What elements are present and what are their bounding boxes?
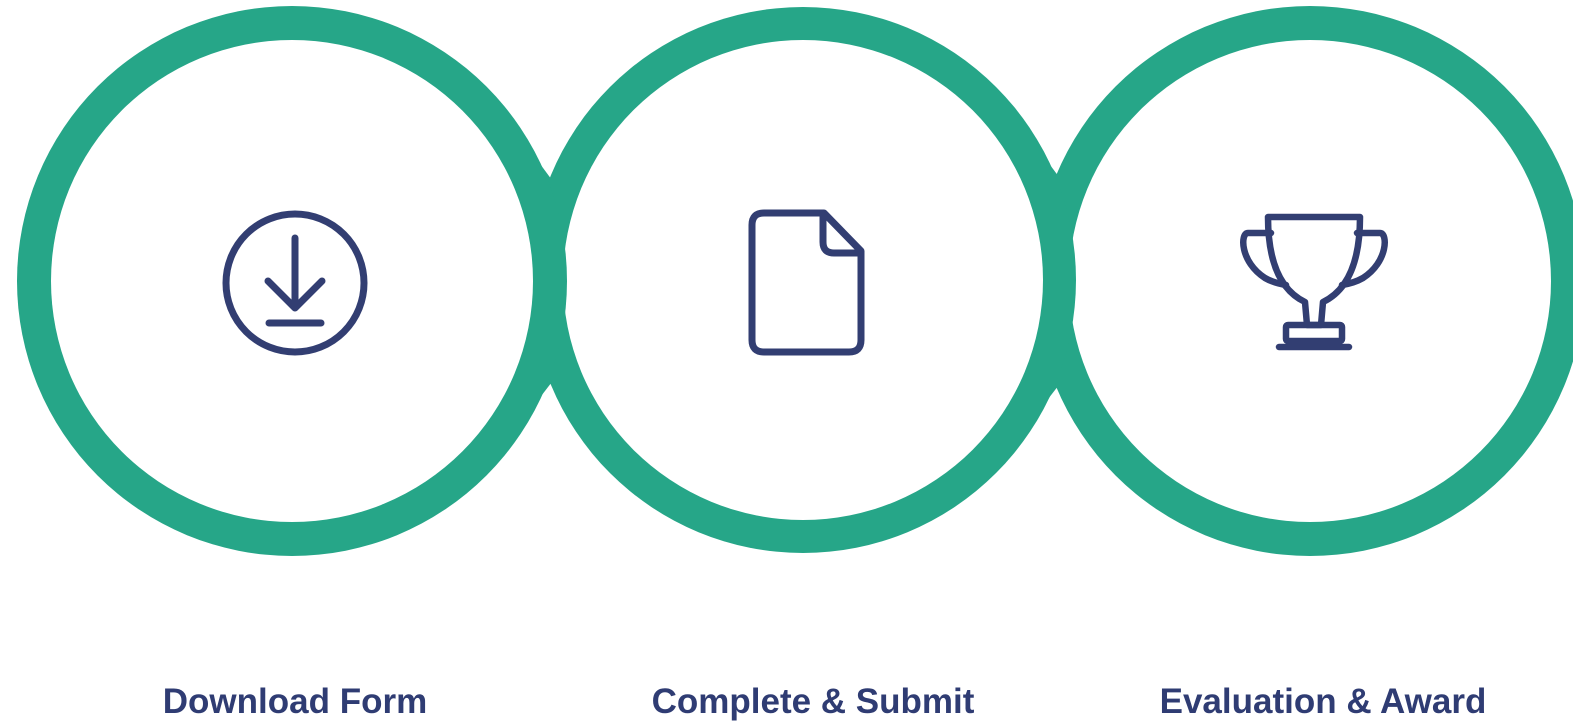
step-label-complete-submit: Complete & Submit: [651, 682, 975, 721]
trophy-icon: [1240, 213, 1388, 351]
step-label-download-form: Download Form: [162, 682, 428, 721]
step-label-evaluation-award: Evaluation & Award: [1159, 682, 1487, 721]
download-icon: [222, 210, 368, 356]
document-icon: [748, 209, 865, 356]
